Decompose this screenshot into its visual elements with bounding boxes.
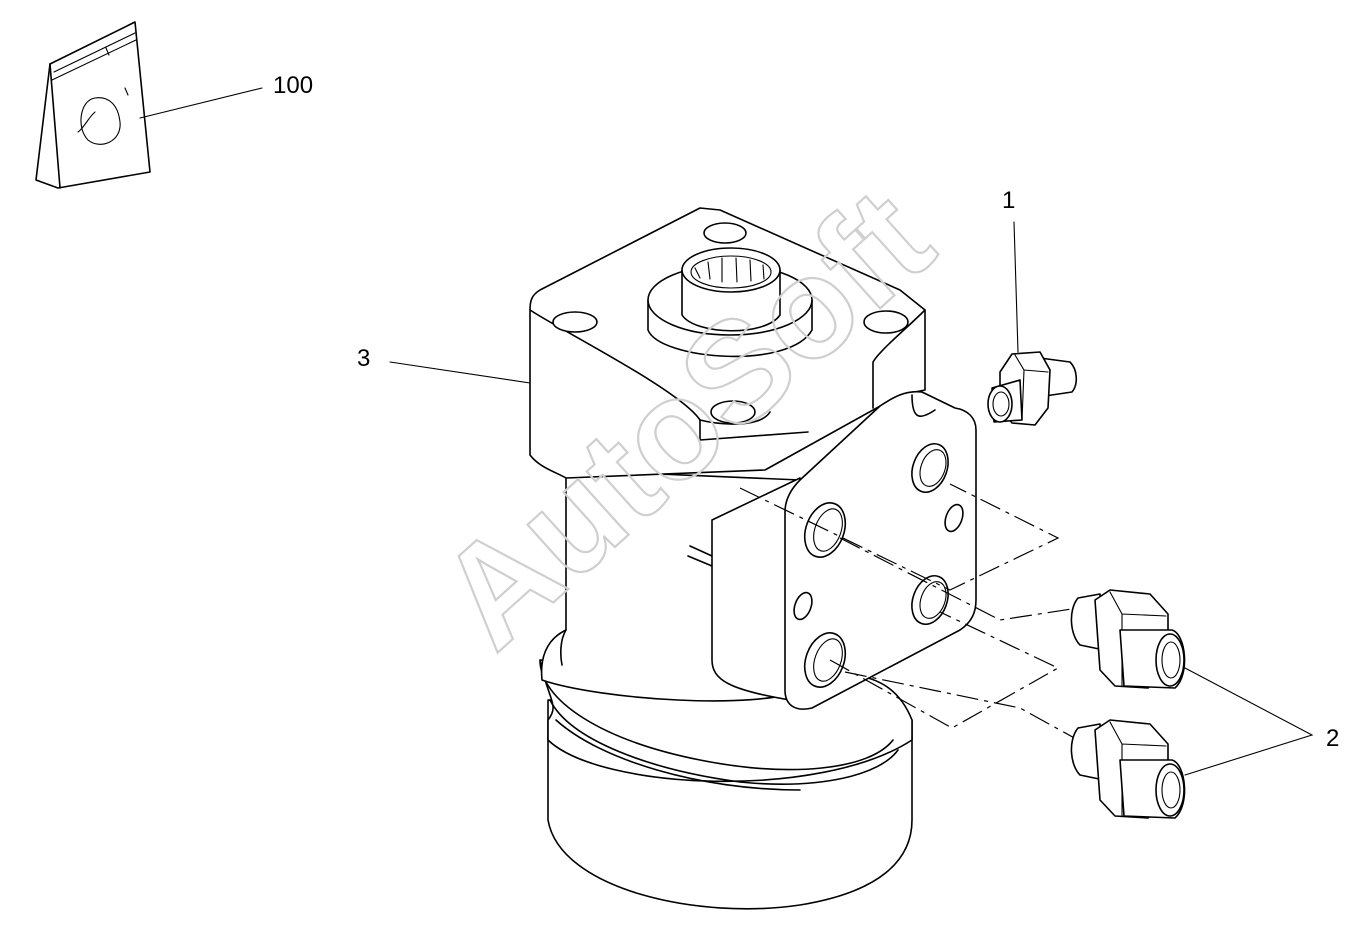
leader-1 <box>1013 221 1019 353</box>
fitting-item-1 <box>987 351 1078 426</box>
fitting-item-2-upper <box>1070 589 1186 689</box>
callout-1: 1 <box>1002 187 1015 214</box>
callout-100: 100 <box>273 72 313 99</box>
callout-3: 3 <box>357 345 370 372</box>
leader-3 <box>389 361 531 384</box>
callout-2: 2 <box>1326 725 1339 752</box>
steering-unit <box>529 207 977 910</box>
seal-kit-bag <box>35 21 151 189</box>
leader-2 <box>1184 667 1314 776</box>
fitting-item-2-lower <box>1070 719 1186 819</box>
leader-100 <box>139 87 263 119</box>
assembly-lines <box>739 483 1079 741</box>
